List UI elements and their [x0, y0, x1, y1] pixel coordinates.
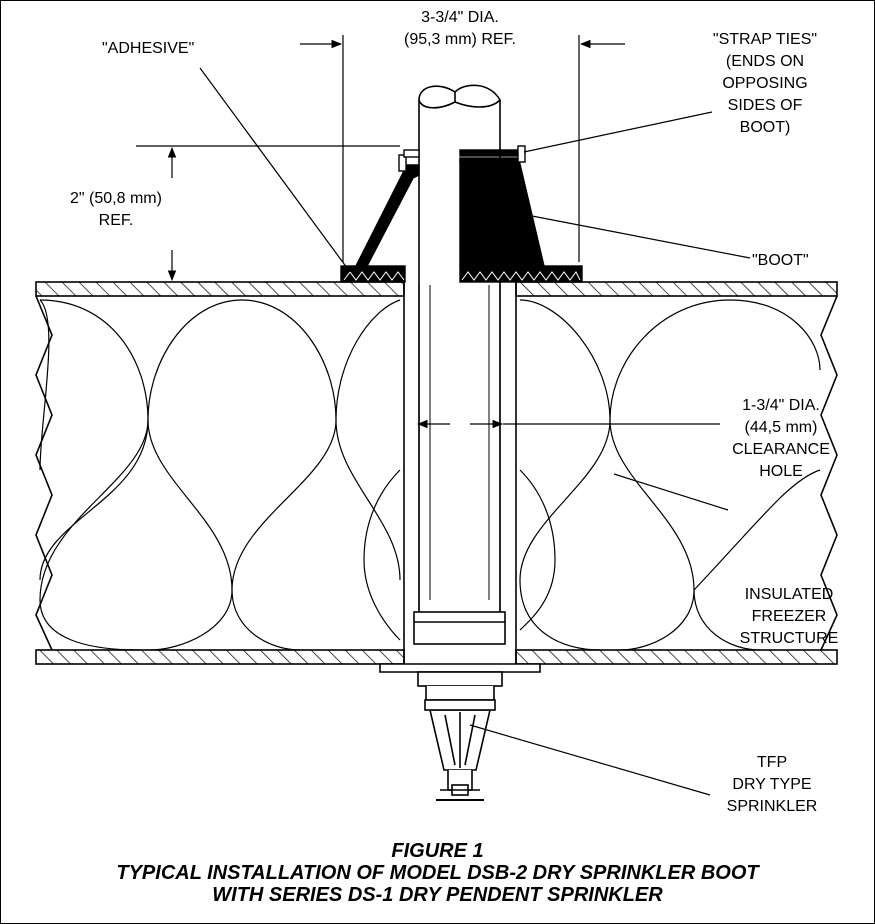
label-clearance: 1-3/4" DIA. (44,5 mm) CLEARANCE HOLE — [716, 395, 846, 483]
label-clearance-line-4: HOLE — [759, 463, 803, 480]
strap-tie-buckle-right — [517, 145, 526, 163]
leader-boot — [531, 215, 751, 259]
label-sprinkler-line-2: DRY TYPE — [732, 776, 812, 793]
label-height-line-1: 2" (50,8 mm) — [70, 190, 162, 207]
label-sprinkler: TFP DRY TYPE SPRINKLER — [710, 752, 834, 818]
strap-tie-buckle-left — [398, 154, 407, 172]
escutcheon — [379, 663, 541, 673]
left-break-edge — [35, 295, 53, 651]
strap-tie-lower — [459, 157, 519, 163]
leader-lines — [199, 67, 751, 796]
insulated-panel — [35, 281, 838, 665]
label-boot: "BOOT" — [752, 252, 809, 269]
label-height-line-2: REF. — [98, 212, 134, 229]
label-sprinkler-line-1: TFP — [756, 754, 788, 771]
bottom-sheet-right — [515, 649, 838, 665]
label-clearance-line-3: CLEARANCE — [732, 441, 830, 458]
label-insulated-line-1: INSULATED — [744, 586, 834, 603]
label-strap-ties-line-2: (ENDS ON — [725, 53, 805, 70]
sprinkler-boot — [340, 145, 583, 283]
insulation-batts — [39, 299, 821, 651]
top-sheet-right — [515, 281, 838, 297]
boot-right-body — [459, 159, 545, 267]
label-strap-ties-line-1: "STRAP TIES" — [712, 31, 818, 48]
pipe-break — [418, 84, 501, 109]
label-insulated: INSULATED FREEZER STRUCTURE — [724, 584, 854, 650]
leader-sprinkler — [469, 724, 711, 796]
label-height: 2" (50,8 mm) REF. — [56, 188, 176, 232]
figure-caption: FIGURE 1 TYPICAL INSTALLATION OF MODEL D… — [0, 840, 875, 906]
label-diameter-top-line-2: (95,3 mm) REF. — [403, 31, 516, 48]
caption-line-1: TYPICAL INSTALLATION OF MODEL DSB-2 DRY … — [116, 862, 759, 884]
top-sheet-left — [35, 281, 405, 297]
label-strap-ties-line-5: BOOT) — [739, 119, 791, 136]
caption-figure-number: FIGURE 1 — [391, 840, 484, 862]
right-break-edge — [820, 295, 838, 651]
boot-left-leg — [353, 164, 420, 269]
label-clearance-line-2: (44,5 mm) — [744, 419, 818, 436]
dimensions — [136, 35, 720, 429]
label-sprinkler-line-3: SPRINKLER — [726, 798, 818, 815]
label-adhesive: "ADHESIVE" — [102, 40, 195, 57]
leader-insulated — [613, 473, 729, 511]
label-strap-ties: "STRAP TIES" (ENDS ON OPPOSING SIDES OF … — [690, 29, 840, 139]
label-insulated-line-2: FREEZER — [751, 608, 827, 625]
caption-line-2: WITH SERIES DS-1 DRY PENDENT SPRINKLER — [212, 884, 663, 906]
label-diameter-top-line-1: 3-3/4" DIA. — [421, 9, 499, 26]
leader-strap-ties — [523, 111, 713, 153]
label-strap-ties-line-4: SIDES OF — [727, 97, 803, 114]
label-strap-ties-line-3: OPPOSING — [722, 75, 808, 92]
label-insulated-line-3: STRUCTURE — [739, 630, 839, 647]
label-diameter-top: 3-3/4" DIA. (95,3 mm) REF. — [370, 7, 550, 51]
leader-adhesive — [199, 67, 351, 273]
strap-tie-upper — [459, 149, 521, 157]
label-clearance-line-1: 1-3/4" DIA. — [742, 397, 820, 414]
boot-right-flange — [459, 265, 583, 283]
bottom-sheet-left — [35, 649, 405, 665]
sprinkler-pipe — [379, 84, 541, 801]
